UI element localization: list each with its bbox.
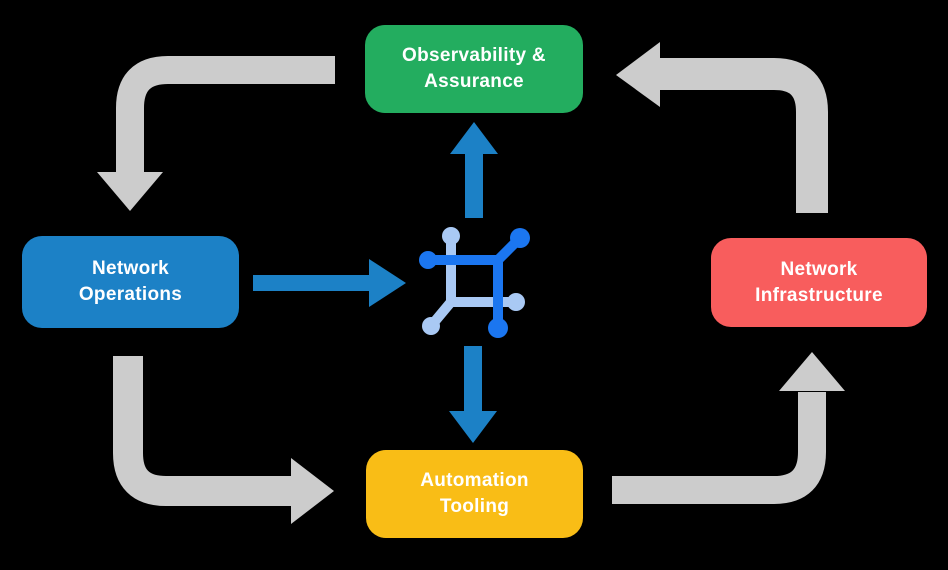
node-label-line2: Operations [78,284,183,305]
node-label-line1: Network [91,258,170,279]
arrow-head-up-icon [779,352,845,391]
node-network-operations: Network Operations [22,236,239,328]
arrow-head-down-icon [97,172,163,211]
network-hub-dark-strands [419,228,530,338]
arrow-head-left-icon [616,42,660,107]
arrow-head-up-icon [450,122,498,154]
node-label-line1: Observability & [402,45,546,66]
arrow-infrastructure-to-observability [616,42,828,213]
node-label-line2: Tooling [439,496,510,517]
arrow-head-down-icon [449,411,497,443]
node-network-infrastructure: Network Infrastructure [711,238,927,327]
hub-node-bottom-left [422,317,440,335]
node-observability-assurance: Observability & Assurance [365,25,583,113]
arrow-shaft [116,56,335,174]
node-label-line2: Infrastructure [755,284,883,306]
hub-node-top [442,227,460,245]
arrow-shaft [113,356,292,506]
arrow-operations-to-hub [253,259,406,307]
hub-node-top-right [510,228,530,248]
hub-node-left [419,251,437,269]
node-automation-tooling: Automation Tooling [366,450,583,538]
node-label-line2: Assurance [424,71,524,92]
hub-node-bottom [488,318,508,338]
arrow-shaft [660,58,828,213]
arrow-shaft [612,392,826,504]
arrow-observability-to-operations [97,56,335,211]
arrow-head-right-icon [369,259,406,307]
network-hub-icon [419,227,530,338]
arrow-automation-to-infrastructure [612,352,845,504]
node-label-line1: Network [780,258,858,280]
arrow-operations-to-automation [113,356,334,524]
arrow-hub-to-automation [449,346,497,443]
node-label-line1: Automation [420,470,529,491]
hub-node-right [507,293,525,311]
arrow-head-right-icon [291,458,334,524]
arrow-hub-to-observability [450,122,498,218]
